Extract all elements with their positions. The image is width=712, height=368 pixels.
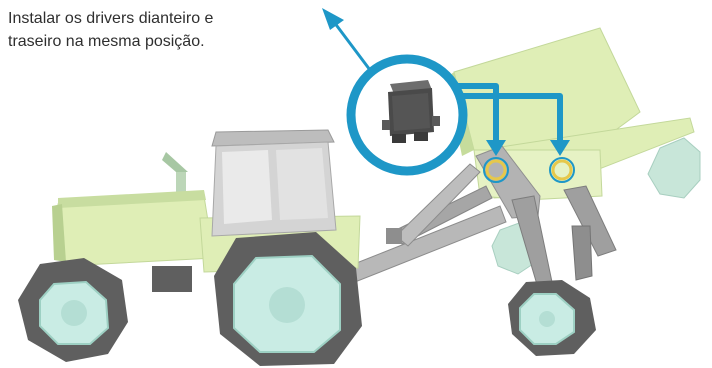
tractor-rear-wheel-hub — [269, 287, 305, 323]
instruction-caption: Instalar os drivers dianteiro e traseiro… — [8, 7, 308, 53]
connector-to-rear-marker — [440, 93, 563, 144]
pointer-arrow-head — [322, 8, 344, 30]
tractor-cab-roof — [211, 129, 335, 147]
driver-module-connector-left — [392, 134, 406, 143]
tractor-cab-window-front — [222, 150, 272, 224]
rear-driver-marker — [551, 159, 573, 181]
planter-implement-icon — [446, 27, 701, 356]
rear-marker-arrowhead — [550, 140, 570, 156]
implement-leg-rear-lower — [571, 225, 593, 281]
callout-lens-ring — [346, 54, 468, 176]
hitch-linkage — [343, 163, 507, 285]
front-marker-arrowhead — [486, 140, 506, 156]
driver-module-tab-left — [382, 120, 390, 130]
tractor-grille — [52, 204, 66, 262]
tractor-hood-top — [58, 190, 206, 208]
implement-rear-disc — [647, 137, 701, 199]
tractor-icon — [18, 129, 362, 366]
driver-callout — [322, 8, 575, 183]
rear-driver-marker-ring — [549, 157, 575, 183]
caption-line-2: traseiro na mesma posição. — [8, 33, 205, 50]
hitch-pin — [386, 228, 402, 244]
driver-module-tab-right — [432, 116, 440, 126]
driver-module-face — [392, 93, 430, 131]
tractor-exhaust — [176, 170, 186, 200]
driver-module-icon — [382, 80, 440, 143]
driver-module-connector-right — [414, 132, 428, 141]
caption-line-1: Instalar os drivers dianteiro e — [8, 10, 214, 27]
tractor-exhaust-tip — [162, 152, 188, 172]
tractor-step — [152, 266, 192, 292]
front-driver-marker — [485, 159, 507, 181]
pointer-arrow-icon — [332, 20, 372, 72]
tractor-front-wheel-hub — [61, 300, 87, 326]
tractor-cab-window-rear — [276, 148, 328, 220]
hitch-top-link — [395, 163, 481, 247]
implement-gauge-wheel-hub — [539, 311, 555, 327]
front-driver-marker-ring — [483, 157, 509, 183]
